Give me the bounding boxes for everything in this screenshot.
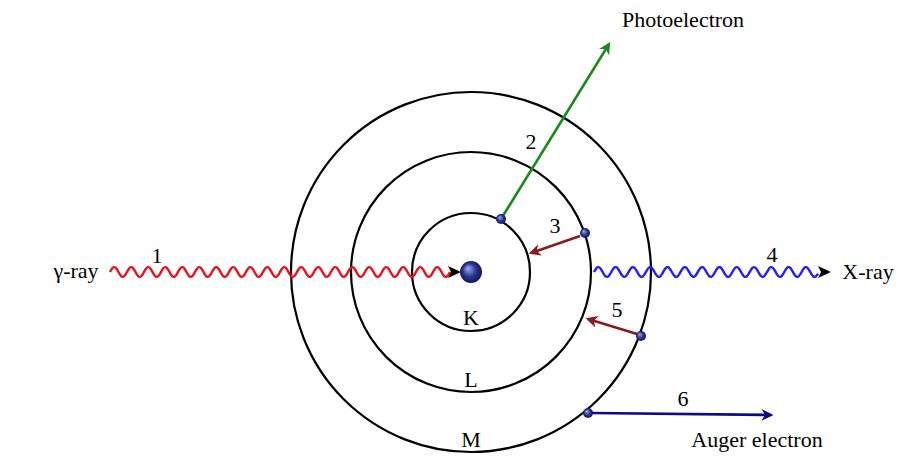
- electron: [636, 331, 646, 341]
- radiation-label: X-ray: [841, 261, 894, 283]
- electron: [583, 408, 593, 418]
- callout-number: 5: [611, 299, 624, 321]
- radiation-label: γ-ray: [52, 260, 99, 282]
- callout-number: 2: [525, 131, 538, 153]
- gamma-arrowhead: [448, 266, 461, 278]
- nucleus: [460, 261, 482, 283]
- transition-arrow: [531, 236, 580, 253]
- shell-outline: [350, 151, 592, 393]
- shell-label: K: [463, 307, 479, 329]
- auger-arrow: [592, 413, 771, 415]
- callout-number: 3: [549, 215, 562, 237]
- shell-outline: [290, 91, 652, 453]
- photoelectron-arrow: [501, 44, 609, 219]
- shell-label: M: [461, 429, 481, 451]
- callout-number: 1: [151, 245, 164, 267]
- shell-label: L: [464, 369, 477, 391]
- shell-circle: [351, 152, 591, 392]
- photon-waves: [110, 267, 818, 277]
- callout-number: 4: [766, 244, 779, 266]
- electron: [496, 214, 506, 224]
- xray-wave: [594, 267, 818, 277]
- callout-number: 6: [677, 388, 690, 410]
- transition-arrow: [588, 319, 637, 334]
- shell-k: K: [411, 212, 531, 332]
- xray-arrowhead: [818, 266, 831, 278]
- shell-m: MLK: [290, 91, 652, 453]
- shell-l: LK: [350, 151, 592, 393]
- shell-circle: [412, 213, 530, 331]
- gamma-ray-wave: [110, 267, 450, 277]
- electron: [580, 228, 590, 238]
- shell-circle: [291, 92, 651, 452]
- particle-label: Auger electron: [690, 429, 823, 451]
- particle-label: Photoelectron: [621, 9, 745, 31]
